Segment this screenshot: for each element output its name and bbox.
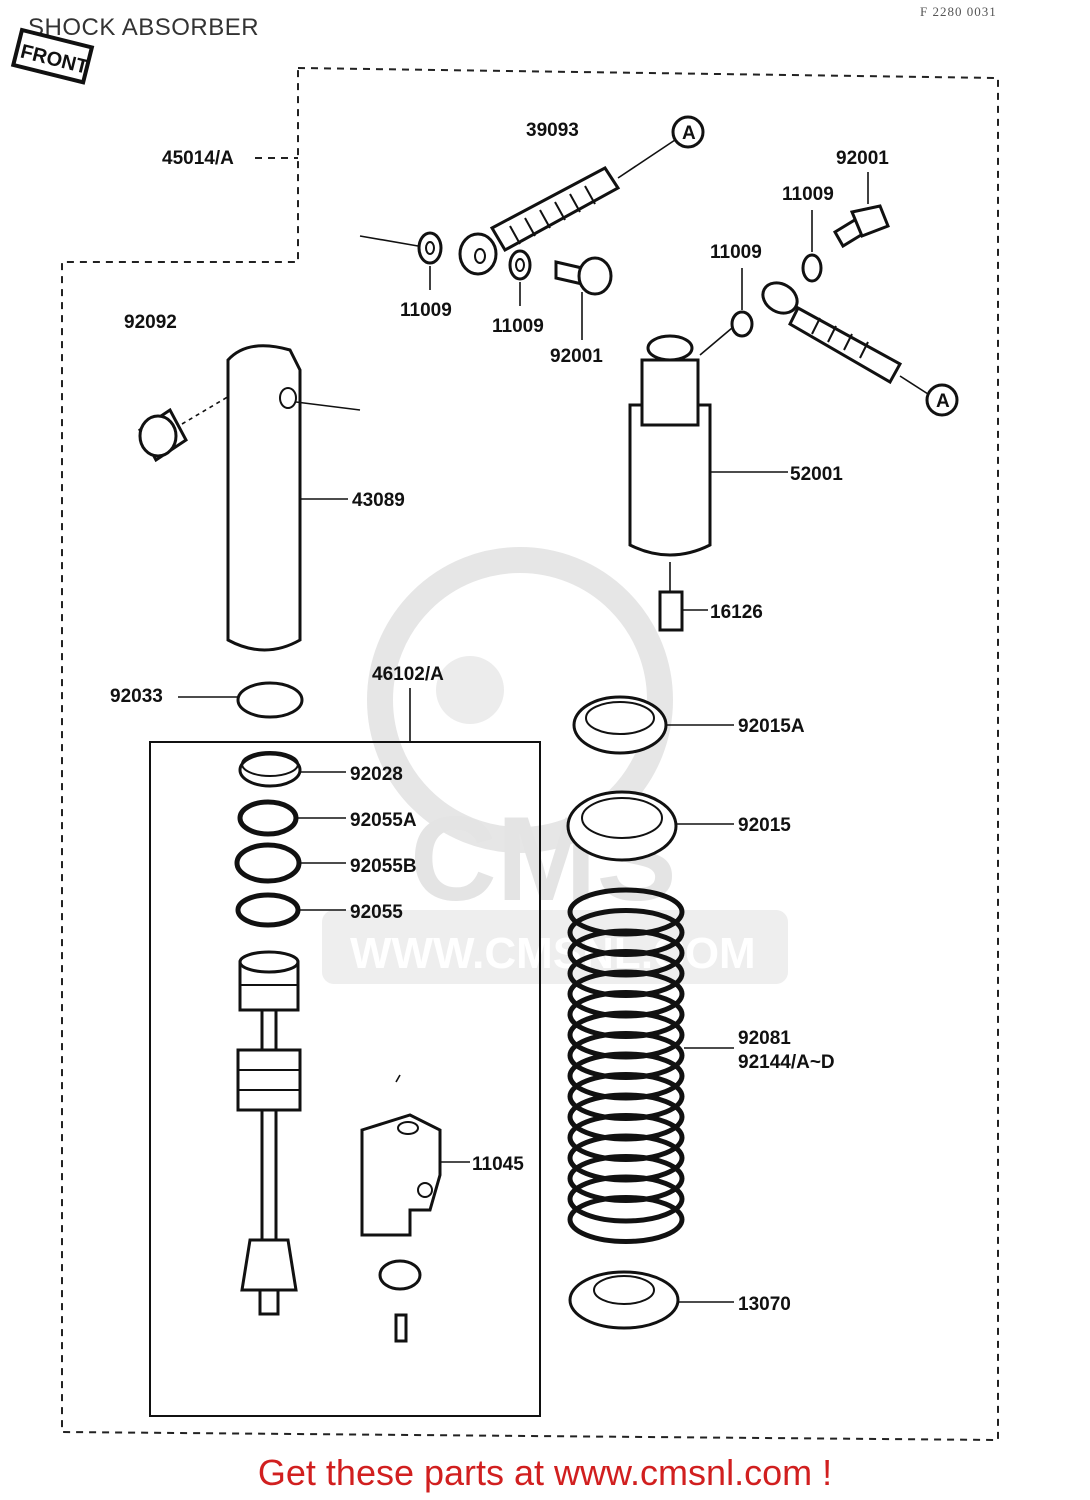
label-52001: 52001 (790, 464, 843, 485)
watermark-site: WWW.CMSNL.COM (350, 929, 756, 978)
shock-body-43089 (138, 344, 361, 652)
label-92001-top: 92001 (836, 148, 889, 169)
bolt-39093 (458, 115, 705, 276)
spring-coil (567, 1133, 685, 1183)
label-11009-left: 11009 (400, 300, 452, 321)
page-title: SHOCK ABSORBER (28, 14, 260, 41)
label-92144: 92144/A~D (738, 1052, 835, 1073)
label-92028: 92028 (350, 764, 403, 785)
bolt-right-eye (761, 281, 959, 417)
washer-11009-mid (508, 249, 532, 281)
exploded-parts-diagram: CMS WWW.CMSNL.COM FRONT (10, 27, 999, 1442)
label-92092: 92092 (124, 312, 177, 333)
label-11009-mid: 11009 (492, 316, 544, 337)
washer-11009-right-top (801, 253, 823, 283)
ref-a-right: A (936, 391, 950, 412)
label-92081: 92081 (738, 1028, 791, 1049)
footer-cta[interactable]: Get these parts at www.cmsnl.com ! (257, 1452, 833, 1493)
spring-coil (567, 1051, 685, 1101)
label-16126: 16126 (710, 602, 763, 623)
spring-coil (567, 1010, 685, 1060)
label-46102A: 46102/A (372, 664, 444, 685)
damper-rod-assembly (236, 950, 302, 1316)
oring-92055 (235, 892, 346, 928)
adjuster-nut-92015 (566, 790, 734, 862)
frame (61, 67, 999, 1442)
ref-a-top: A (682, 123, 696, 144)
bolt-92001-top (832, 172, 890, 249)
spring-coil (567, 1092, 685, 1142)
clevis-11045 (360, 1074, 470, 1343)
label-11009-right: 11009 (710, 242, 762, 263)
label-92015A: 92015A (738, 716, 805, 737)
bolt-92001-mid (554, 256, 613, 340)
spring-coil (567, 949, 685, 998)
spring-seat-13070 (568, 1270, 734, 1330)
label-92001-mid: 92001 (550, 346, 603, 367)
spring-coil (567, 908, 685, 957)
spring-coil (567, 1072, 685, 1121)
washer-11009-left (417, 231, 443, 265)
spring-coil (567, 969, 685, 1019)
label-92055: 92055 (350, 902, 403, 923)
spring-coil (567, 1154, 685, 1203)
label-13070: 13070 (738, 1294, 791, 1315)
spring-coil (567, 990, 685, 1039)
reservoir-52001 (628, 327, 788, 632)
spring-92081 (567, 887, 685, 1244)
front-stamp: FRONT (10, 27, 95, 85)
spring-coil (567, 1113, 685, 1162)
label-92055A: 92055A (350, 810, 417, 831)
spring-coil (567, 1174, 685, 1224)
seal-92028 (238, 751, 346, 788)
label-92055B: 92055B (350, 856, 417, 877)
oring-92055A (237, 799, 346, 837)
label-11009-right-top: 11009 (782, 184, 834, 205)
spring-coil (567, 928, 685, 978)
label-39093: 39093 (526, 120, 579, 141)
spring-coil (567, 1195, 685, 1244)
diagram-code: F 2280 0031 (920, 4, 997, 19)
oring-92055B (234, 842, 346, 884)
label-43089: 43089 (352, 490, 405, 511)
locknut-92015A (572, 695, 734, 755)
circlip-92033 (236, 681, 304, 719)
spring-coil (567, 887, 685, 937)
spring-coil (567, 1031, 685, 1080)
label-45014A: 45014/A (162, 148, 234, 169)
label-92015: 92015 (738, 815, 791, 836)
washer-11009-right (730, 310, 754, 338)
label-11045: 11045 (472, 1154, 524, 1175)
label-92033: 92033 (110, 686, 163, 707)
